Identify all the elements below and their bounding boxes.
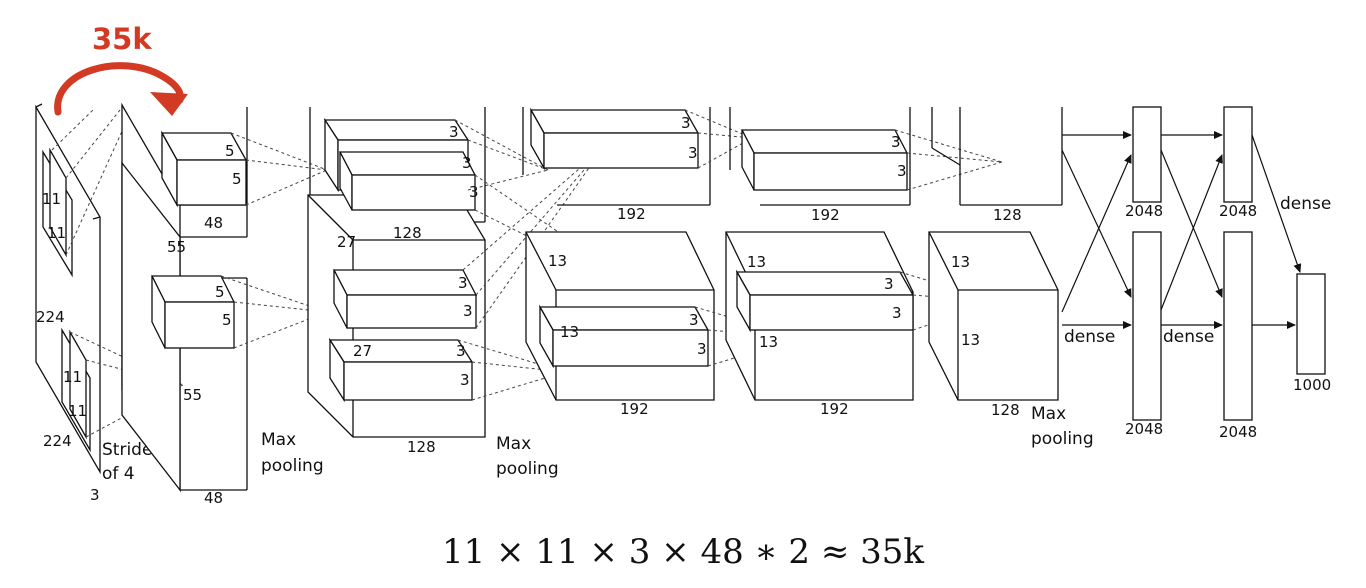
input-kernel-size-label: 11: [63, 368, 82, 386]
conv1-projection-lines: [220, 132, 328, 349]
conv1-depth-label: 48: [204, 214, 223, 232]
input-layer: [35, 103, 101, 475]
conv3-block: [522, 107, 715, 401]
stride-label: Stride: [102, 440, 152, 460]
max-pooling-label: Max: [496, 434, 531, 454]
conv2-block: [307, 107, 486, 438]
conv4-block: [725, 107, 915, 401]
kernel-size-label: 5: [232, 170, 242, 188]
stride-label: of 4: [102, 464, 135, 484]
kernel-size-label: 3: [456, 342, 466, 360]
conv4-size-label: 13: [747, 253, 766, 271]
conv5-depth-label: 128: [991, 401, 1020, 419]
kernel-size-label: 5: [222, 311, 232, 329]
dense-connection-arrows: [1061, 131, 1302, 329]
kernel-size-label: 3: [458, 274, 468, 292]
conv5-size-label: 13: [961, 331, 980, 349]
conv2-depth-label: 128: [407, 438, 436, 456]
conv5-depth-label: 128: [993, 206, 1022, 224]
conv4-size-label: 13: [759, 333, 778, 351]
parameter-formula: 11 × 11 × 3 × 48 ∗ 2 ≈ 35k: [441, 532, 925, 572]
conv4-depth-label: 192: [811, 206, 840, 224]
input-size-label: 224: [36, 308, 65, 326]
input-kernel-size-label: 11: [42, 190, 61, 208]
max-pooling-label: pooling: [1031, 429, 1094, 449]
input-kernel-size-label: 11: [68, 402, 87, 420]
fc-size-label: 2048: [1219, 423, 1257, 441]
kernel-size-label: 3: [449, 123, 459, 141]
parameter-count-label: 35k: [92, 22, 152, 56]
kernel-size-label: 3: [681, 114, 691, 132]
kernel-size-label: 3: [469, 183, 479, 201]
kernel-size-label: 3: [884, 275, 894, 293]
conv4-depth-label: 192: [820, 400, 849, 418]
dense-label: dense: [1163, 327, 1214, 347]
kernel-size-label: 3: [463, 302, 473, 320]
kernel-size-label: 3: [897, 162, 907, 180]
kernel-size-label: 3: [891, 133, 901, 151]
parameter-count-annotation: [54, 62, 188, 116]
conv3-depth-label: 192: [617, 205, 646, 223]
kernel-size-label: 3: [460, 371, 470, 389]
input-kernel-size-label: 11: [47, 224, 66, 242]
dense-label: dense: [1064, 327, 1115, 347]
fc-size-label: 2048: [1125, 420, 1163, 438]
max-pooling-label: pooling: [496, 459, 559, 479]
conv3-depth-label: 192: [620, 400, 649, 418]
red-arrow-head-icon: [150, 92, 188, 116]
kernel-size-label: 5: [215, 283, 225, 301]
kernel-size-label: 3: [462, 154, 472, 172]
kernel-size-label: 3: [697, 340, 707, 358]
kernel-size-label: 3: [688, 144, 698, 162]
fc-size-label: 2048: [1125, 202, 1163, 220]
conv3-size-label: 13: [548, 252, 567, 270]
max-pooling-label: Max: [261, 430, 296, 450]
conv5-size-label: 13: [951, 253, 970, 271]
conv1-size-label: 55: [167, 238, 186, 256]
kernel-size-label: 3: [892, 304, 902, 322]
dense-label: dense: [1280, 194, 1331, 214]
conv5-block: [928, 107, 1063, 401]
kernel-size-label: 5: [225, 142, 235, 160]
output-size-label: 1000: [1293, 376, 1331, 394]
fc-size-label: 2048: [1219, 202, 1257, 220]
kernel-size-label: 3: [689, 311, 699, 329]
conv3-size-label: 13: [560, 323, 579, 341]
conv1-size-label: 55: [183, 386, 202, 404]
input-size-label: 224: [43, 432, 72, 450]
conv1-depth-label: 48: [204, 489, 223, 507]
conv2-size-label: 27: [353, 342, 372, 360]
fc-layers: [1132, 106, 1326, 421]
conv1-block: [121, 102, 248, 493]
max-pooling-label: pooling: [261, 456, 324, 476]
max-pooling-label: Max: [1031, 404, 1066, 424]
conv2-size-label: 27: [337, 233, 356, 251]
input-depth-label: 3: [90, 486, 100, 504]
conv2-depth-label: 128: [393, 224, 422, 242]
